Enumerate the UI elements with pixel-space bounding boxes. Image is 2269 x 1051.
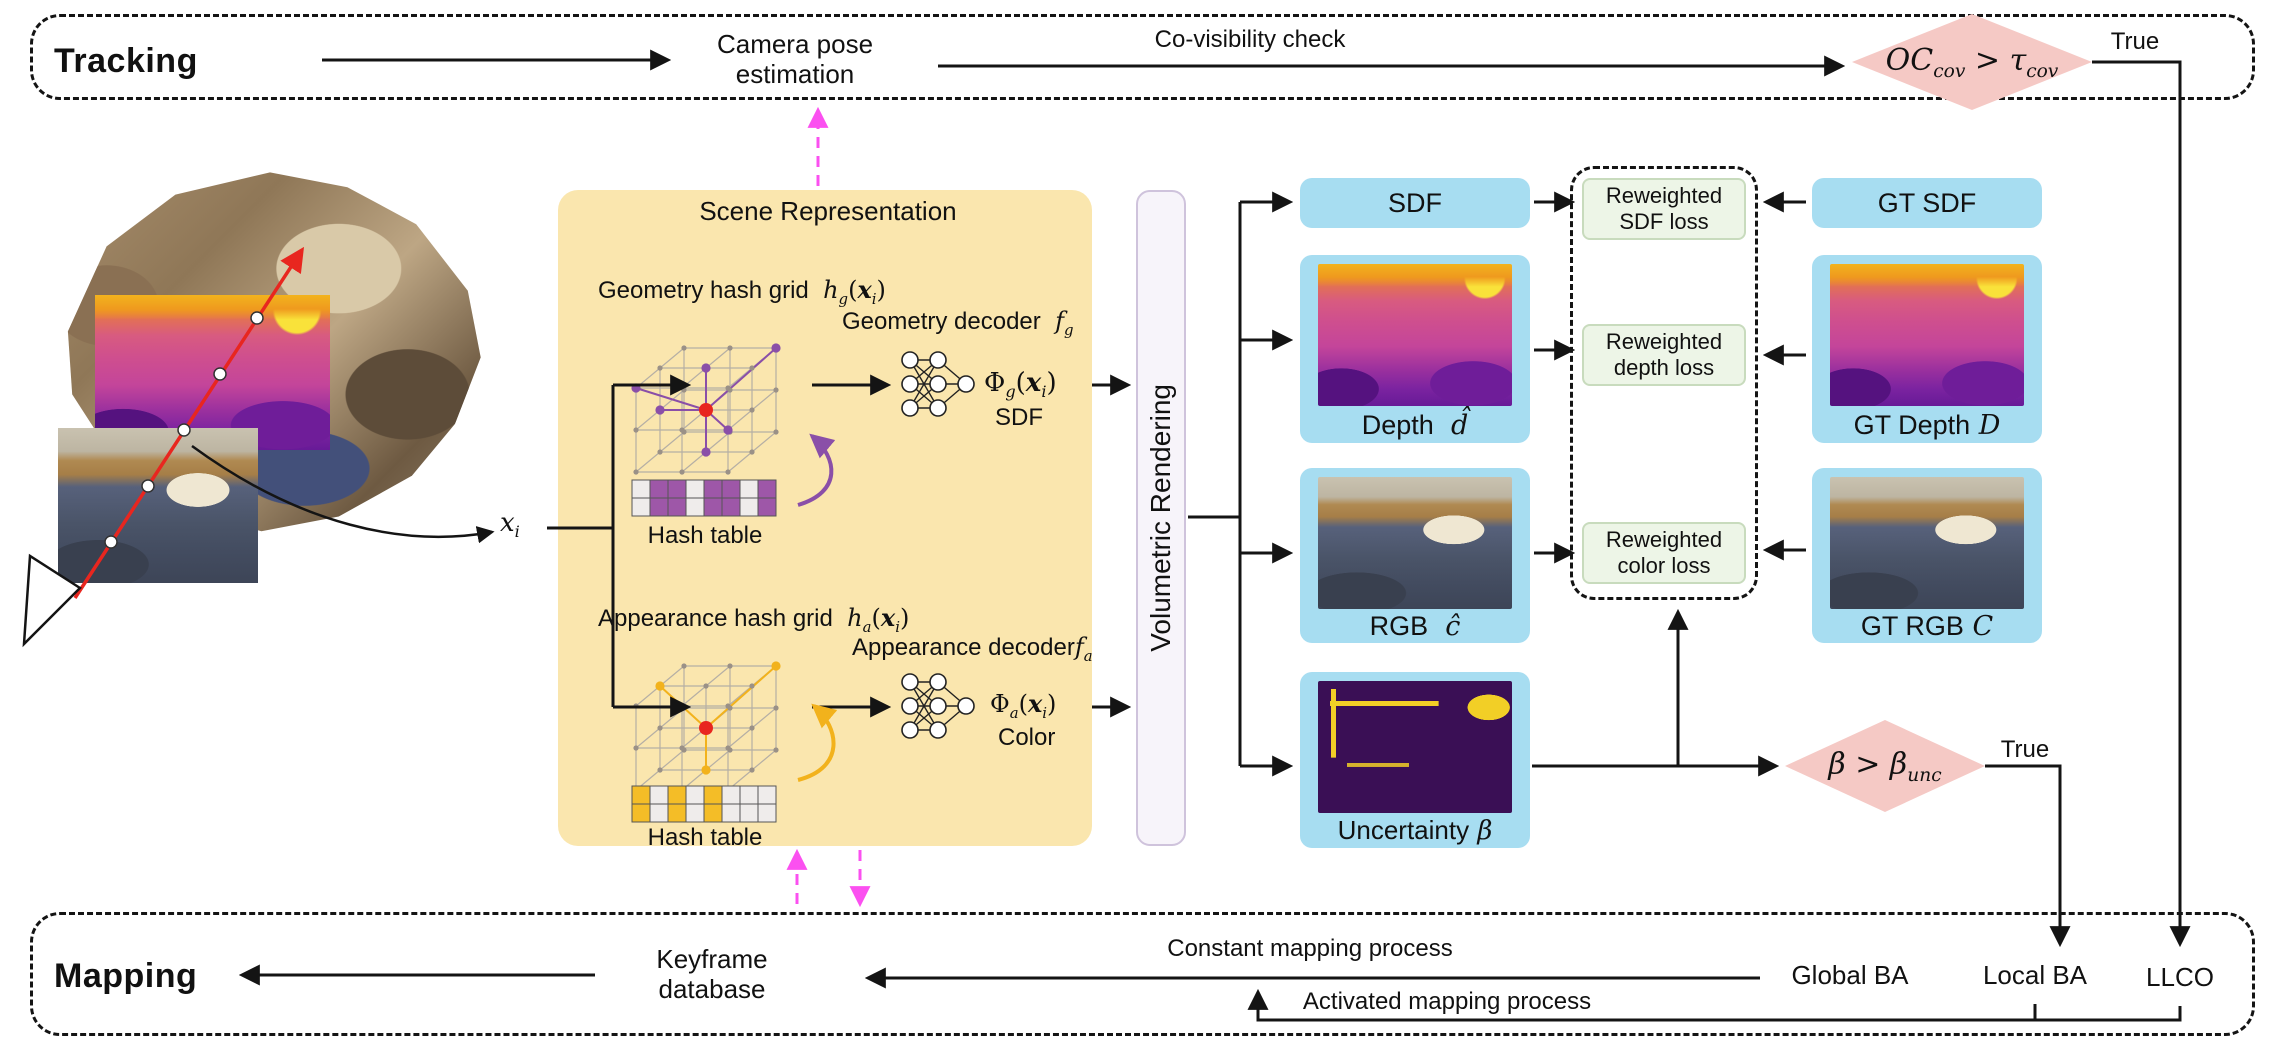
geometry-hash-grid-label: Geometry hash grid hg(xi) <box>598 275 886 308</box>
covisibility-condition: OCcov > τcov <box>1885 42 2059 82</box>
appearance-hash-grid-label: Appearance hash grid ha(xi) <box>598 603 910 636</box>
mapping-title: Mapping <box>54 957 198 995</box>
appearance-mlp-icon <box>901 673 975 739</box>
geometry-feature-label: Φg(xi) <box>984 368 1057 402</box>
constant-mapping-label: Constant mapping process <box>1167 935 1453 962</box>
rgb-image <box>1318 477 1512 609</box>
rgb-output-label: RGB ĉ <box>1369 611 1461 642</box>
keyframe-database-label: Keyframe database <box>656 944 768 1004</box>
loss-group-box <box>1570 166 1758 600</box>
rendering-distribution-arrows <box>1092 191 1294 777</box>
rgb-output-box: RGB ĉ <box>1300 468 1530 643</box>
depth-output-label: Depth d̂ <box>1361 410 1469 441</box>
depth-output-box: Depth d̂ <box>1300 255 1530 443</box>
appearance-feature-label: Φa(xi) <box>990 689 1057 722</box>
sample-point-xi-label: xi <box>500 508 520 542</box>
volumetric-rendering-box: Volumetric Rendering <box>1136 190 1186 846</box>
mapping-section-box <box>30 912 2255 1036</box>
gt-sdf-box: GT SDF <box>1812 178 2042 228</box>
global-ba-label: Global BA <box>1791 960 1909 990</box>
geometry-decoder-label: Geometry decoder fg <box>842 307 1074 339</box>
sdf-output-box: SDF <box>1300 178 1530 228</box>
appearance-hash-table-icon <box>631 785 777 823</box>
appearance-decoder-label: Appearance decoderfa <box>852 633 1093 665</box>
camera-pose-estimation-label: Camera pose estimation <box>716 29 874 89</box>
appearance-hash-grid-icon <box>633 661 781 793</box>
sdf-output-label: SDF <box>995 404 1043 431</box>
scene-representation-title: Scene Representation <box>699 196 957 226</box>
gt-depth-label: GT Depth D <box>1853 410 2001 441</box>
volumetric-rendering-label: Volumetric Rendering <box>1145 384 1176 652</box>
activated-mapping-label: Activated mapping process <box>1302 988 1592 1015</box>
geometry-hash-table-icon <box>631 479 777 517</box>
geometry-hash-grid-icon <box>631 343 781 475</box>
appearance-hash-table-label: Hash table <box>647 824 763 851</box>
gt-depth-image <box>1830 264 2024 406</box>
uncertainty-image <box>1318 681 1512 813</box>
gt-rgb-label: GT RGB C <box>1860 611 1994 642</box>
gt-depth-box: GT Depth D <box>1812 255 2042 443</box>
depth-image <box>1318 264 1512 406</box>
input-depth-frame-image <box>95 295 330 450</box>
input-rgb-frame-image <box>58 428 258 583</box>
uncertainty-output-box: Uncertainty β <box>1300 672 1530 848</box>
uncertainty-flow-arrows <box>1532 608 2071 948</box>
gt-rgb-image <box>1830 477 2024 609</box>
local-ba-label: Local BA <box>1982 960 2088 990</box>
covisibility-true-label: True <box>2110 28 2160 55</box>
color-output-label: Color <box>998 724 1056 751</box>
uncertainty-true-label: True <box>2000 736 2050 763</box>
llco-label: LLCO <box>2146 962 2214 992</box>
uncertainty-decision-diamond: β > βunc <box>1785 720 1985 812</box>
tracking-title: Tracking <box>54 42 198 80</box>
uncertainty-condition: β > βunc <box>1828 746 1942 786</box>
covisibility-check-label: Co-visibility check <box>1154 26 1346 53</box>
geometry-mlp-icon <box>901 351 975 417</box>
tracking-section-box <box>30 14 2255 100</box>
geometry-hash-table-label: Hash table <box>647 522 763 549</box>
uncertainty-output-label: Uncertainty β <box>1337 815 1493 846</box>
gt-rgb-box: GT RGB C <box>1812 468 2042 643</box>
